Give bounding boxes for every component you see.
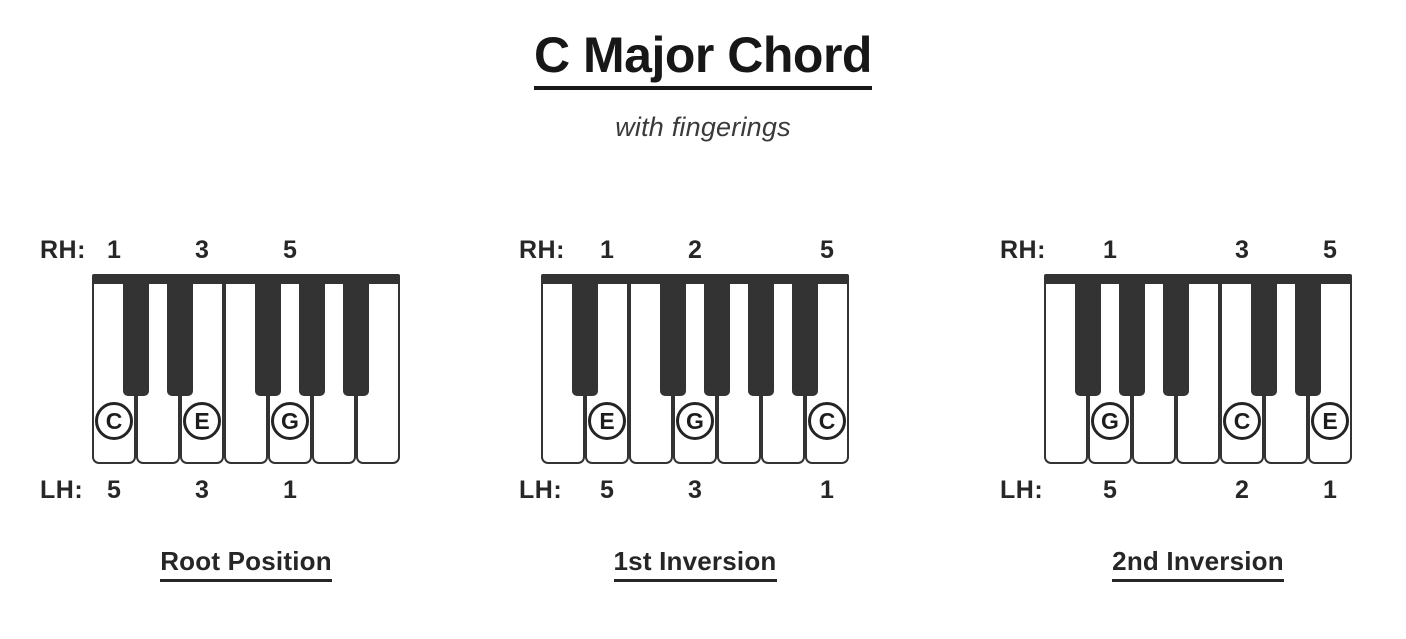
left-hand-finger-number: 1 <box>1323 476 1337 504</box>
black-key[interactable] <box>1119 284 1145 396</box>
note-marker[interactable]: C <box>95 402 133 440</box>
keyboard-caption: Root Position <box>92 546 400 582</box>
note-marker[interactable]: G <box>676 402 714 440</box>
right-hand-label: RH: <box>519 236 565 264</box>
keyboard-caption-text: 2nd Inversion <box>1112 546 1284 582</box>
right-hand-finger-number: 5 <box>1323 236 1337 264</box>
keyboard-caption-text: 1st Inversion <box>613 546 777 582</box>
left-hand-label: LH: <box>40 476 84 504</box>
right-hand-fingering-row: RH: 1 3 5 <box>1000 236 1352 270</box>
note-marker[interactable]: G <box>1091 402 1129 440</box>
right-hand-finger-number: 3 <box>1235 236 1249 264</box>
left-hand-finger-number: 5 <box>107 476 121 504</box>
note-marker[interactable]: C <box>808 402 846 440</box>
keyboard-caption-text: Root Position <box>160 546 332 582</box>
left-hand-finger-number: 1 <box>283 476 297 504</box>
black-key[interactable] <box>343 284 369 396</box>
black-key[interactable] <box>660 284 686 396</box>
right-hand-fingering-row: RH: 1 3 5 <box>40 236 400 270</box>
left-hand-finger-number: 2 <box>1235 476 1249 504</box>
note-marker[interactable]: G <box>271 402 309 440</box>
right-hand-fingering-row: RH: 1 2 5 <box>519 236 849 270</box>
page-subtitle: with fingerings <box>615 112 791 142</box>
left-hand-finger-number: 1 <box>820 476 834 504</box>
right-hand-finger-number: 3 <box>195 236 209 264</box>
black-key[interactable] <box>1251 284 1277 396</box>
black-key[interactable] <box>299 284 325 396</box>
right-hand-finger-number: 1 <box>600 236 614 264</box>
keyboard-caption: 2nd Inversion <box>1044 546 1352 582</box>
black-key[interactable] <box>748 284 774 396</box>
left-hand-label: LH: <box>519 476 563 504</box>
black-key[interactable] <box>1163 284 1189 396</box>
right-hand-finger-number: 2 <box>688 236 702 264</box>
page-header: C Major Chord with fingerings <box>0 0 1406 143</box>
right-hand-finger-number: 1 <box>1103 236 1117 264</box>
note-marker[interactable]: E <box>183 402 221 440</box>
note-marker[interactable]: C <box>1223 402 1261 440</box>
black-key[interactable] <box>1075 284 1101 396</box>
right-hand-finger-number: 1 <box>107 236 121 264</box>
note-marker[interactable]: E <box>588 402 626 440</box>
black-key[interactable] <box>255 284 281 396</box>
left-hand-finger-number: 5 <box>600 476 614 504</box>
left-hand-finger-number: 3 <box>688 476 702 504</box>
left-hand-fingering-row: LH: 5 2 1 <box>1000 476 1352 510</box>
right-hand-label: RH: <box>1000 236 1046 264</box>
left-hand-finger-number: 3 <box>195 476 209 504</box>
black-key[interactable] <box>704 284 730 396</box>
black-key[interactable] <box>167 284 193 396</box>
page-title: C Major Chord <box>534 28 872 90</box>
right-hand-finger-number: 5 <box>820 236 834 264</box>
left-hand-finger-number: 5 <box>1103 476 1117 504</box>
left-hand-fingering-row: LH: 5 3 1 <box>519 476 849 510</box>
note-marker[interactable]: E <box>1311 402 1349 440</box>
right-hand-label: RH: <box>40 236 86 264</box>
left-hand-fingering-row: LH: 5 3 1 <box>40 476 400 510</box>
black-key[interactable] <box>572 284 598 396</box>
keyboard-caption: 1st Inversion <box>541 546 849 582</box>
black-key[interactable] <box>1295 284 1321 396</box>
black-key[interactable] <box>792 284 818 396</box>
right-hand-finger-number: 5 <box>283 236 297 264</box>
black-key[interactable] <box>123 284 149 396</box>
left-hand-label: LH: <box>1000 476 1044 504</box>
